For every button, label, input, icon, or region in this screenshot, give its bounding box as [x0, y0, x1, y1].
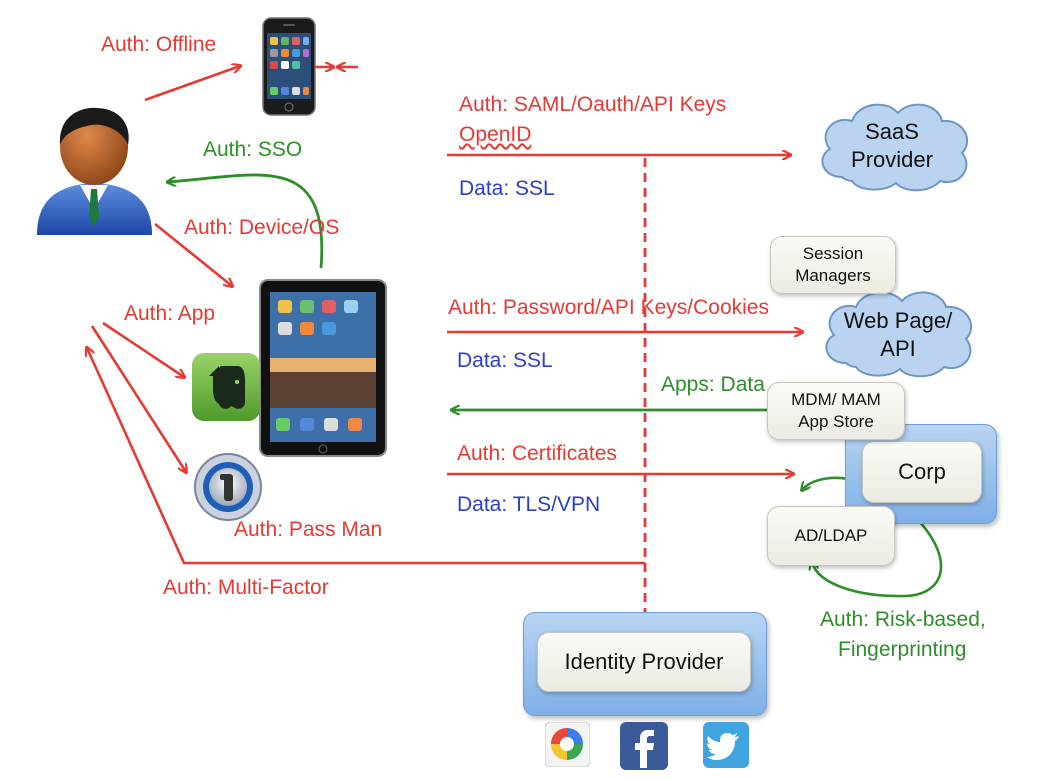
label-auth-multi-factor: Auth: Multi-Factor: [163, 576, 329, 599]
label-auth-sso: Auth: SSO: [203, 138, 303, 161]
ad-ldap-box: AD/LDAP: [767, 506, 895, 566]
twitter-icon: [703, 722, 749, 768]
label-auth-certificates: Auth: Certificates: [457, 442, 617, 465]
label-apps-data: Apps: Data: [661, 373, 765, 396]
label-auth-saml: Auth: SAML/Oauth/API Keys: [459, 93, 727, 116]
label-data-ssl-2: Data: SSL: [457, 349, 553, 372]
mdm-mam-box: MDM/ MAM App Store: [767, 382, 905, 440]
webpage-line1: Web Page/: [843, 308, 953, 333]
arrow-risk-based: [812, 519, 943, 598]
identity-provider-box: Identity Provider: [537, 632, 751, 692]
label-fingerprinting: Fingerprinting: [838, 638, 967, 661]
mdm-line1: MDM/ MAM: [791, 389, 881, 409]
label-data-tls-vpn: Data: TLS/VPN: [457, 493, 601, 516]
evernote-icon: [192, 353, 260, 421]
label-auth-pass-man: Auth: Pass Man: [234, 518, 383, 541]
webpage-cloud: [825, 291, 973, 378]
corp-box: Corp: [862, 441, 982, 503]
session-line2: Managers: [795, 266, 871, 285]
saas-line2: Provider: [851, 146, 933, 172]
iphone-icon: [262, 17, 316, 116]
saas-cloud-label: SaaS Provider: [832, 118, 952, 173]
label-auth-device-os: Auth: Device/OS: [184, 216, 340, 239]
session-managers-box: Session Managers: [770, 236, 896, 294]
saas-line1: SaaS: [865, 119, 919, 144]
arrow-sso: [168, 173, 324, 269]
label-risk-based: Auth: Risk-based,: [820, 608, 986, 631]
saas-cloud: [821, 103, 969, 192]
arrow-user-to-phone: [144, 66, 240, 102]
onepassword-icon: [194, 453, 262, 521]
webpage-line2: API: [880, 335, 916, 361]
mdm-line2: App Store: [798, 412, 874, 431]
session-line1: Session: [802, 243, 864, 263]
user-icon: [37, 107, 152, 235]
arrow-user-to-ipad: [154, 222, 232, 286]
ipad-icon: [259, 279, 387, 457]
label-auth-offline: Auth: Offline: [101, 33, 217, 56]
arrow-to-evernote: [102, 321, 184, 377]
label-auth-app: Auth: App: [124, 302, 216, 325]
label-data-ssl-1: Data: SSL: [459, 177, 555, 200]
label-openid: OpenID: [459, 123, 532, 146]
arrow-to-onepassword: [90, 325, 186, 472]
facebook-icon: [620, 722, 668, 770]
label-auth-password: Auth: Password/API Keys/Cookies: [448, 296, 769, 319]
google-icon: [545, 722, 590, 767]
webpage-cloud-label: Web Page/ API: [828, 307, 968, 362]
arrow-multi-factor: [87, 348, 645, 565]
